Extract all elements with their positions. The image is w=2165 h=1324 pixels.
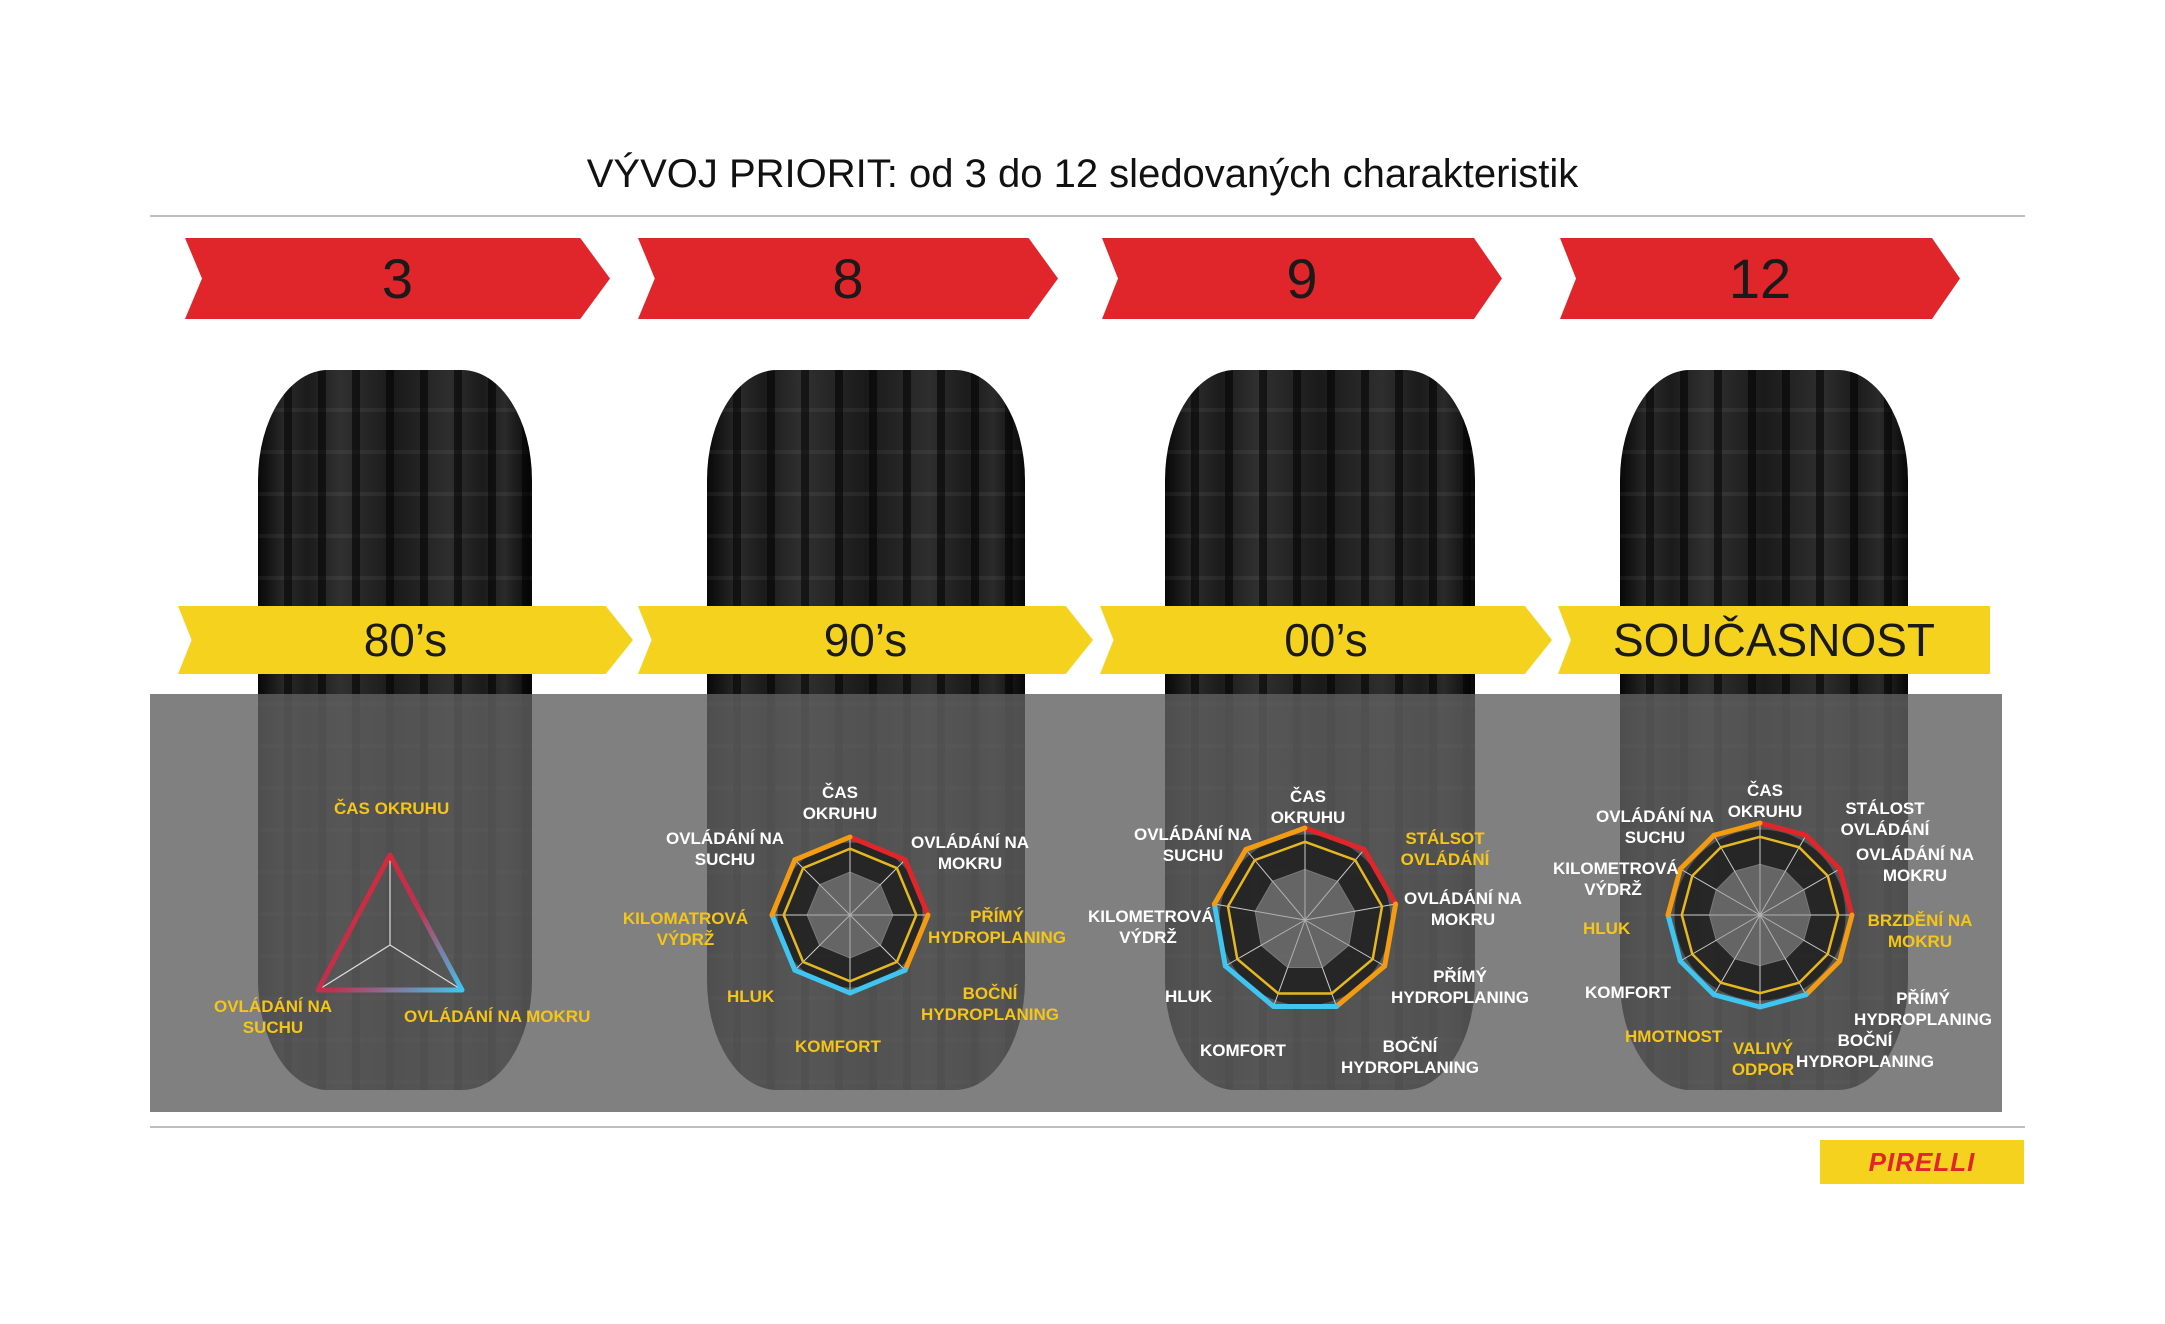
label-ovladani-na-mokru: OVLÁDÁNÍ NA MOKRU (1855, 845, 1975, 885)
label-kilometrova-vydrz: KILOMATROVÁ VÝDRŽ (622, 909, 749, 949)
perimeter-segment (1361, 847, 1399, 907)
label-bocni-hydroplaning: BOČNÍ HYDROPLANING (1796, 1031, 1934, 1071)
value-outline (1680, 835, 1840, 995)
label-cas-okruhu: ČAS OKRUHU (334, 799, 450, 818)
label-hluk: HLUK (1583, 919, 1631, 938)
count-90s: 8 (832, 247, 864, 310)
label-ovladani-na-suchu: OVLÁDÁNÍ NA SUCHU (213, 997, 333, 1037)
radar-chart-90s (769, 834, 931, 996)
perimeter-segment (847, 834, 908, 863)
perimeter-segment (1803, 958, 1843, 998)
logo-text: PIRELLI (1868, 1147, 1976, 1177)
label-cas-okruhu: ČAS OKRUHU (1727, 781, 1803, 821)
count-current: 12 (1728, 247, 1792, 310)
perimeter-segment (1711, 992, 1763, 1010)
label-primy-hydroplaning: PŘÍMÝ HYDROPLANING (1854, 989, 1992, 1029)
perimeter-segment (1665, 912, 1683, 964)
top-divider (150, 215, 2025, 217)
count-arrow-90s: 8 (638, 238, 1058, 319)
triangle-chart-80s (315, 852, 465, 993)
era-band-current: SOUČASNOST (1558, 606, 1990, 674)
perimeter-segment (1677, 832, 1717, 872)
label-kilometrova-vydrz: KILOMETROVÁ VÝDRŽ (1553, 859, 1679, 899)
perimeter-segment (1837, 866, 1855, 918)
label-bocni-hydroplaning: BOČNÍ HYDROPLANING (1341, 1037, 1479, 1077)
perimeter-segment (902, 857, 931, 918)
era-band-00s: 00’s (1100, 606, 1552, 674)
perimeter-segment (1211, 847, 1249, 907)
label-ovladani-na-mokru: OVLÁDÁNÍ NA MOKRU (1403, 889, 1523, 929)
label-cas-okruhu: ČAS OKRUHU (802, 783, 878, 823)
label-stalost-ovladani: STÁLSOT OVLÁDÁNÍ (1400, 829, 1490, 869)
label-komfort: KOMFORT (795, 1037, 881, 1056)
label-primy-hydroplaning: PŘÍMÝ HYDROPLANING (1391, 967, 1529, 1007)
label-komfort: KOMFORT (1200, 1041, 1286, 1060)
perimeter-segment (769, 857, 798, 918)
bottom-divider (150, 1126, 2025, 1128)
era-00s: 00’s (1284, 614, 1368, 666)
value-outline (1226, 840, 1384, 995)
label-hluk: HLUK (1165, 987, 1213, 1006)
perimeter-segment (1333, 963, 1388, 1009)
perimeter-segment (792, 967, 853, 996)
triangle-outline (315, 852, 465, 993)
perimeter-segment (902, 912, 931, 973)
perimeter-segment (1711, 820, 1763, 838)
label-kilometrova-vydrz: KILOMETROVÁ VÝDRŽ (1088, 907, 1214, 947)
inner-value-area (1254, 868, 1356, 969)
perimeter-segment (1382, 901, 1399, 969)
perimeter-segment (1222, 963, 1277, 1009)
label-hluk: HLUK (727, 987, 775, 1006)
label-ovladani-na-suchu: OVLÁDÁNÍ NA SUCHU (1133, 825, 1253, 865)
perimeter-segment (1243, 825, 1308, 853)
perimeter-segment (792, 834, 853, 863)
page-title: VÝVOJ PRIORIT: od 3 do 12 sledovaných ch… (586, 152, 1579, 196)
label-hmotnost: HMOTNOST (1625, 1027, 1723, 1046)
perimeter-segment (1757, 992, 1809, 1010)
inner-value-area (1708, 863, 1812, 967)
label-stalost-ovladani: STÁLOST OVLÁDÁNÍ (1840, 799, 1930, 839)
count-arrow-80s: 3 (185, 238, 610, 319)
perimeter-segment (1837, 912, 1855, 964)
era-band-90s: 90’s (638, 606, 1093, 674)
inner-value-area (806, 871, 894, 959)
label-valivy-odpor: VALIVÝ ODPOR (1731, 1039, 1795, 1079)
count-80s: 3 (381, 247, 414, 310)
count-arrow-current: 12 (1560, 238, 1960, 319)
perimeter-segment (847, 967, 908, 996)
era-90s: 90’s (823, 614, 908, 666)
value-outline (782, 847, 918, 983)
perimeter-segment (1803, 832, 1843, 872)
label-ovladani-na-suchu: OVLÁDÁNÍ NA SUCHU (665, 829, 785, 869)
perimeter-segment (1211, 901, 1228, 969)
label-ovladani-na-suchu: OVLÁDÁNÍ NA SUCHU (1595, 807, 1715, 847)
perimeter-segment (1665, 866, 1683, 918)
label-bocni-hydroplaning: BOČNÍ HYDROPLANING (921, 984, 1059, 1024)
perimeter-segment (769, 912, 798, 973)
count-arrow-00s: 9 (1102, 238, 1502, 319)
radar-chart-00s (1211, 825, 1399, 1009)
label-ovladani-na-mokru: OVLÁDÁNÍ NA MOKRU (404, 1007, 591, 1026)
spoke-line (389, 944, 463, 991)
label-cas-okruhu: ČAS OKRUHU (1270, 787, 1346, 827)
era-80s: 80’s (363, 614, 448, 666)
era-current: SOUČASNOST (1612, 614, 1936, 666)
label-ovladani-na-mokru: OVLÁDÁNÍ NA MOKRU (910, 833, 1030, 873)
label-primy-hydroplaning: PŘÍMÝ HYDROPLANING (928, 907, 1066, 947)
spoke-line (317, 944, 391, 991)
label-brzdeni-na-mokru: BRZDĚNÍ NA MOKRU (1867, 911, 1973, 951)
pirelli-logo: PIRELLI (1820, 1140, 2024, 1184)
perimeter-segment (1302, 825, 1367, 853)
label-komfort: KOMFORT (1585, 983, 1671, 1002)
radar-chart-current (1665, 820, 1855, 1010)
count-00s: 9 (1286, 247, 1318, 310)
perimeter-segment (1757, 820, 1809, 838)
era-band-80s: 80’s (178, 606, 633, 674)
perimeter-segment (1677, 958, 1717, 998)
